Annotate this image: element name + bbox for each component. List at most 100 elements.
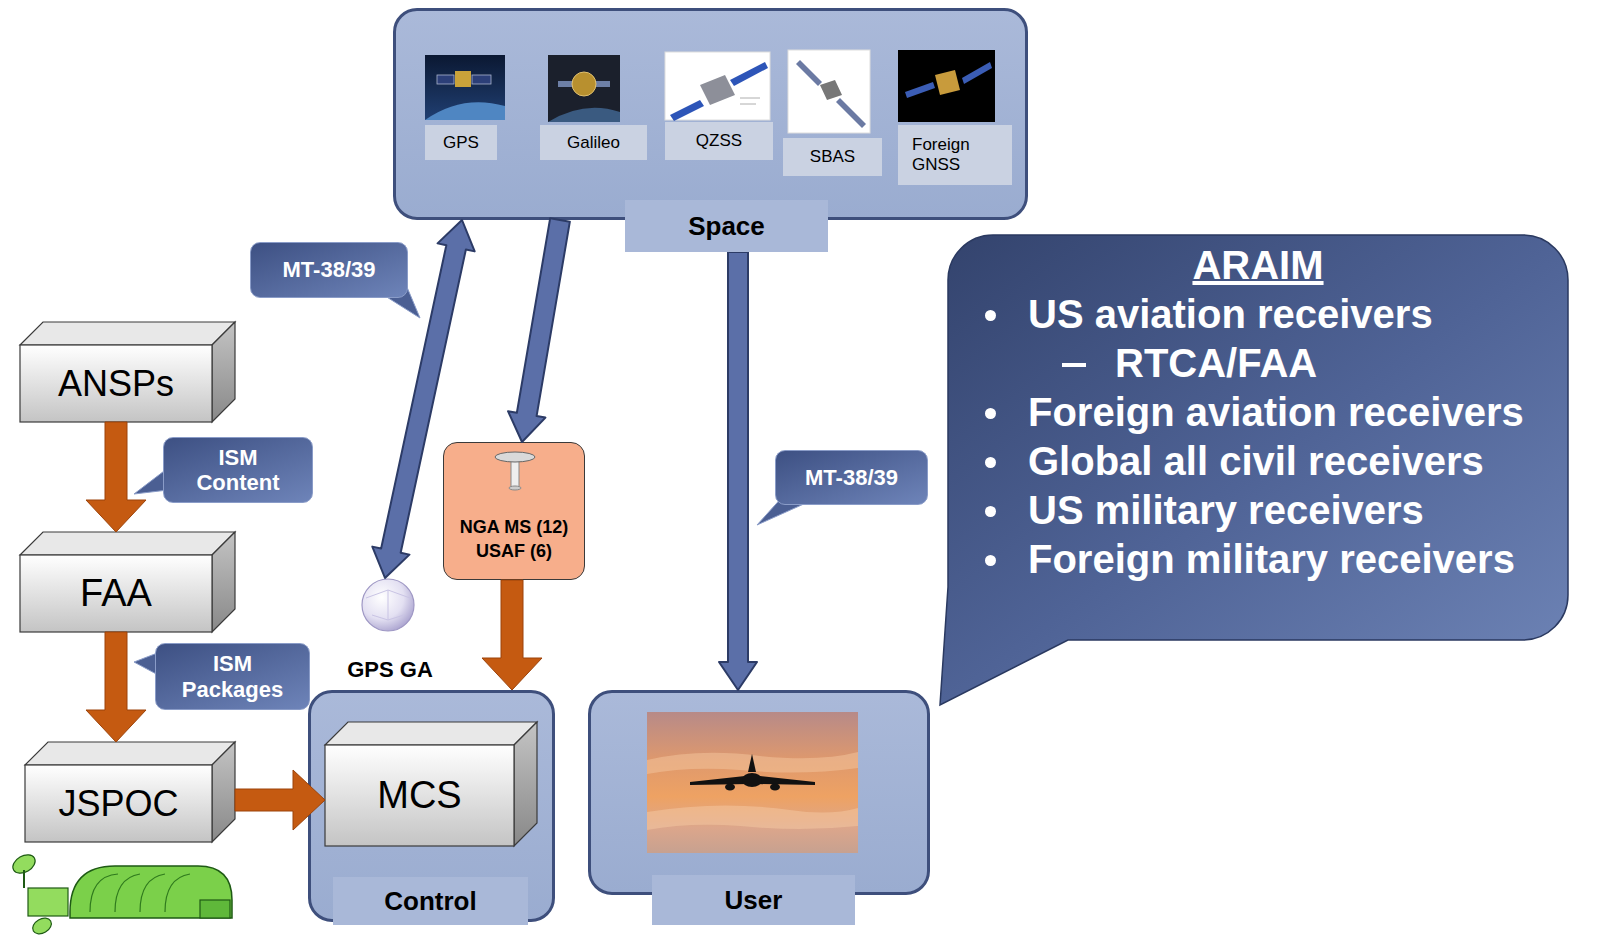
sbas-satellite-image — [788, 50, 870, 133]
callout-shape — [940, 235, 1568, 705]
satellite-tile: QZSS — [665, 50, 773, 162]
qzss-satellite-image — [665, 52, 770, 120]
callout-text: US aviation receivers — [948, 290, 1568, 339]
connector-arrow — [235, 770, 325, 830]
gps-satellite-image — [425, 102, 505, 120]
callout-text: US military receivers — [948, 486, 1568, 535]
gps-satellite-image — [472, 75, 491, 84]
satellite-label: Galileo — [540, 125, 647, 160]
qzss-satellite-image — [670, 100, 704, 121]
satellite-label: QZSS — [665, 122, 773, 160]
satellite-label: SBAS — [783, 138, 882, 176]
galileo-satellite-image — [572, 72, 596, 96]
crystal-ball-icon — [366, 590, 410, 620]
satellite-tile: Foreign GNSS — [898, 48, 1012, 186]
airplane-photo — [742, 773, 762, 787]
box-3d-shape — [514, 722, 537, 846]
gps-satellite-image — [437, 75, 454, 84]
box-3d-shape — [325, 722, 537, 745]
system-box: JSPOC — [25, 742, 235, 842]
callout-text: Foreign military receivers — [948, 535, 1568, 584]
airplane-photo — [770, 784, 780, 791]
callout-text: RTCA/FAA — [948, 339, 1568, 388]
galileo-satellite-image — [558, 81, 610, 87]
satellite-tile: Galileo — [540, 52, 647, 162]
operations-center-icon — [30, 915, 54, 937]
foreign-gnss-satellite-image — [898, 50, 995, 122]
galileo-satellite-image — [548, 55, 620, 122]
gps-satellite-image — [425, 55, 505, 120]
airplane-photo — [690, 776, 815, 785]
box-3d-shape — [20, 322, 235, 345]
foreign-gnss-satellite-image — [905, 82, 935, 98]
airplane-photo — [647, 805, 858, 830]
operations-center-icon — [10, 851, 39, 877]
box-3d-shape — [325, 745, 514, 846]
antenna-icon — [495, 452, 535, 490]
box-label: MCS — [325, 745, 514, 846]
box-label: ANSPs — [20, 345, 212, 422]
operations-center-icon — [23, 870, 25, 888]
sbas-satellite-image — [820, 80, 842, 100]
antenna-icon — [511, 460, 519, 488]
antenna-icon — [509, 486, 521, 490]
system-box: ANSPs — [20, 322, 235, 422]
sbas-satellite-image — [836, 98, 866, 128]
galileo-satellite-image — [548, 108, 620, 122]
crystal-ball-icon — [362, 579, 414, 631]
qzss-satellite-image — [665, 52, 770, 121]
edge-label-holder: MT-38/39 — [775, 450, 928, 505]
qzss-satellite-image — [740, 104, 756, 105]
airplane-photo — [725, 784, 735, 791]
callout-text: Foreign aviation receivers — [948, 388, 1568, 437]
gps-ga-icon-node: GPS GA — [330, 578, 450, 690]
operations-center-icon — [70, 866, 232, 918]
box-3d-shape — [212, 742, 235, 842]
operations-center-icon — [200, 900, 230, 918]
airplane-photo — [647, 752, 858, 774]
foreign-gnss-satellite-image — [962, 62, 992, 84]
segment-panel: SpaceGPSGalileoQZSSSBASForeign GNSS — [393, 8, 1028, 220]
callout-label: ISM Packages — [155, 643, 310, 710]
monitor-station-box: NGA MS (12) USAF (6) — [443, 442, 585, 580]
operations-center-icon — [90, 874, 190, 912]
gps-satellite-image — [425, 55, 505, 120]
connector-arrow — [86, 422, 146, 532]
panel-tab-label: Space — [625, 200, 828, 252]
box-label: JSPOC — [25, 765, 212, 842]
box-3d-shape — [212, 322, 235, 422]
galileo-satellite-image — [548, 55, 620, 122]
box-3d-shape — [212, 532, 235, 632]
operations-center-icon — [10, 851, 232, 937]
callout-text: Global all civil receivers — [948, 437, 1568, 486]
satellite-tile: GPS — [425, 52, 507, 162]
panel-tab-label: User — [652, 875, 855, 925]
box-3d-shape — [20, 345, 212, 422]
callout-text: ARAIM — [948, 241, 1568, 290]
box-3d-shape — [20, 555, 212, 632]
airplane-photo — [647, 712, 858, 853]
box-label: FAA — [20, 555, 212, 632]
qzss-satellite-image — [740, 98, 760, 99]
satellite-label: GPS — [425, 125, 497, 160]
airplane-photo — [748, 754, 756, 772]
box-3d-shape — [25, 742, 235, 765]
callout-bubble: ARAIMUS aviation receiversRTCA/FAAForeig… — [948, 235, 1568, 640]
qzss-satellite-image — [730, 62, 768, 86]
foreign-gnss-satellite-image — [898, 50, 995, 122]
satellite-label: Foreign GNSS — [898, 125, 1012, 185]
system-box: MCS — [325, 722, 537, 846]
operations-center-icon — [28, 888, 68, 916]
connector-arrow — [86, 632, 146, 742]
box-3d-shape — [20, 532, 235, 555]
panel-tab-label: Control — [333, 877, 528, 925]
system-box: FAA — [20, 532, 235, 632]
segment-panel: User — [588, 690, 930, 895]
sbas-satellite-image — [796, 60, 822, 86]
edge-label-holder: ISM Packages — [155, 643, 310, 710]
callout-label: MT-38/39 — [775, 450, 928, 505]
crystal-ball-icon — [362, 579, 414, 631]
connector-arrow — [508, 218, 570, 442]
foreign-gnss-satellite-image — [935, 70, 960, 95]
connector-arrow — [482, 580, 542, 690]
